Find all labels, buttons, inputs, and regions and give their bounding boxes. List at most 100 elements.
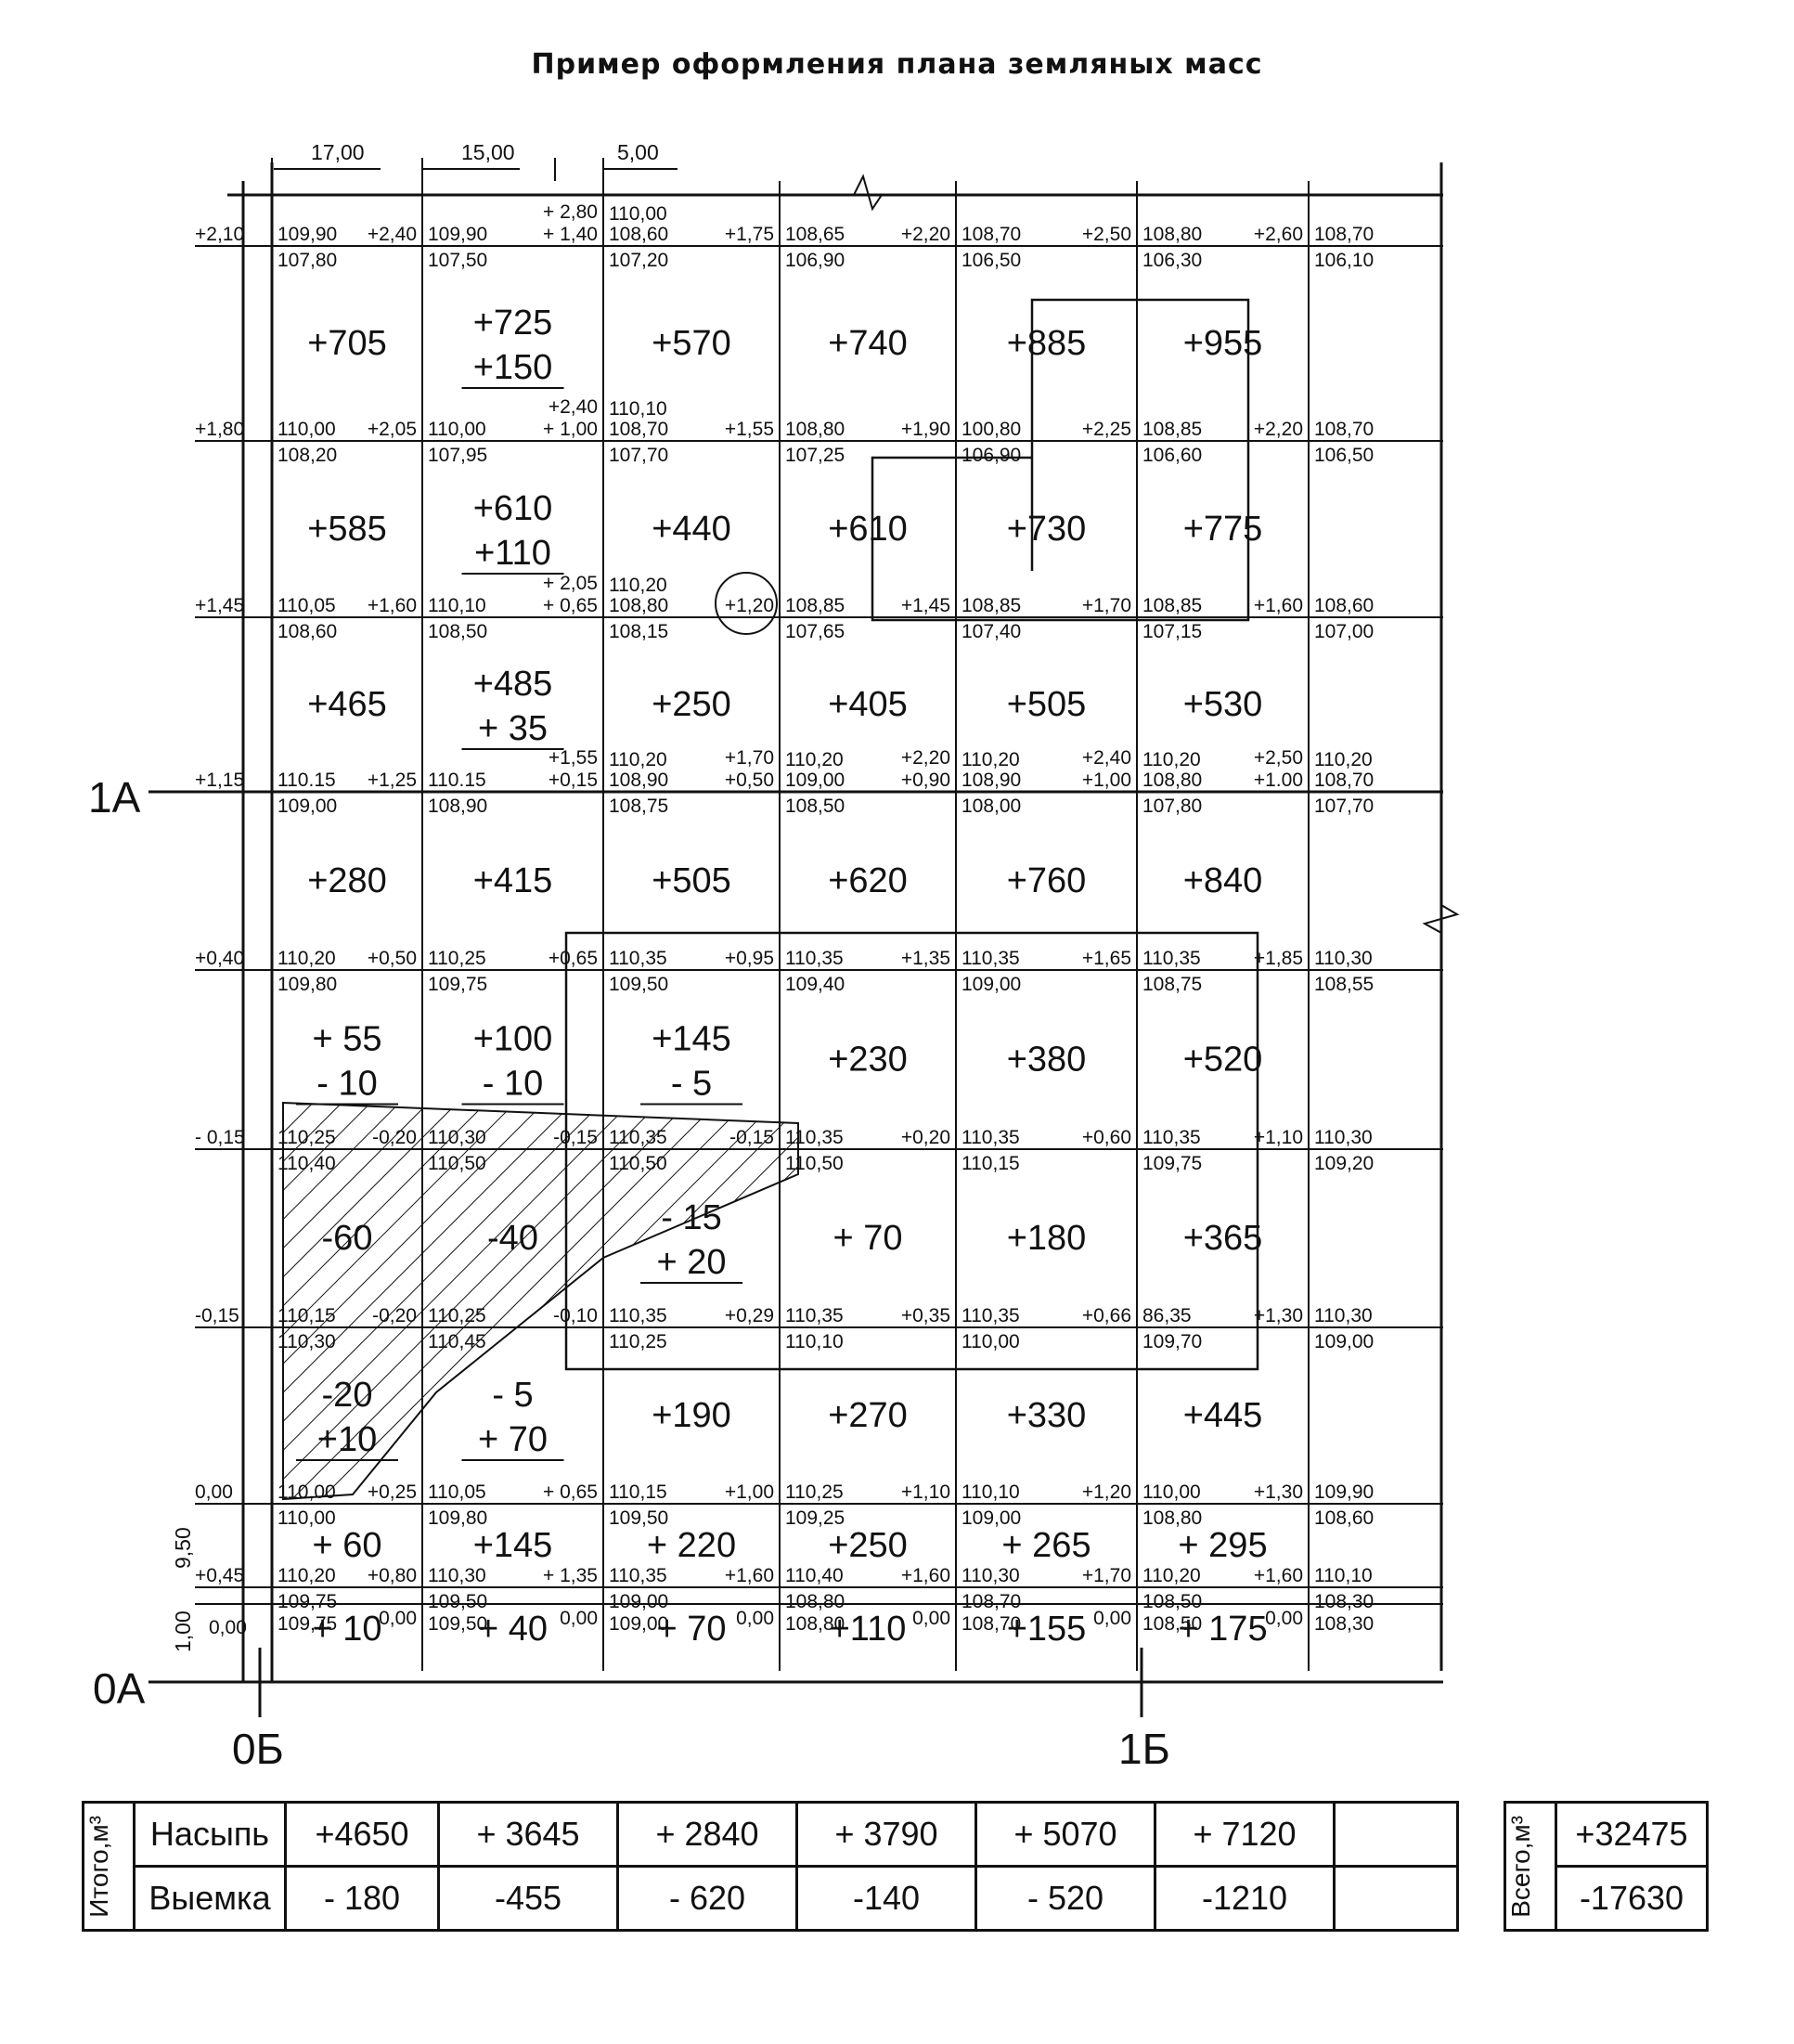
cell-volume: + 10 (312, 1610, 381, 1649)
cell-volume: +440 (652, 510, 731, 549)
cell-natural-mark-below: 109,75 (277, 1591, 337, 1612)
cell-volume: + 60 (312, 1526, 381, 1565)
band-label: +0,45 (195, 1565, 244, 1586)
cell-natural-mark-below: 110,25 (609, 1331, 667, 1352)
cell-design-mark: 110,10 (1314, 1565, 1373, 1586)
cell-natural-mark-below: 109,80 (277, 974, 337, 995)
cell-natural-mark-below: 110,10 (785, 1331, 844, 1352)
fill-label: Насыпь (133, 1801, 287, 1868)
cell-working-mark-upper: + 2,80 (543, 201, 598, 223)
cell-natural-mark-below: 108,55 (1314, 974, 1374, 995)
cell-volume: - 10 (483, 1065, 543, 1104)
cell-natural-mark-below: 110,40 (277, 1153, 336, 1174)
cell-natural-mark-below: 109,00 (277, 796, 337, 817)
cell-volume: +330 (1007, 1396, 1087, 1435)
cell-natural-mark-below: 110,50 (785, 1153, 844, 1174)
cell-working-mark: -0,20 (372, 1127, 417, 1148)
cut-cell: -1210 (1154, 1865, 1336, 1932)
band-label: 0,00 (209, 1617, 247, 1638)
total-table: Всего,м³ +32475 -17630 (1504, 1801, 1709, 1932)
cell-volume: +610 (828, 510, 908, 549)
cell-design-mark: 110,10 (962, 1481, 1020, 1503)
cell-working-mark: +2,40 (368, 224, 417, 245)
cell-natural-mark: 108,70 (1314, 770, 1374, 791)
cell-natural-mark-below: 107,15 (1142, 621, 1202, 642)
cell-natural-mark-below: 107,80 (1142, 796, 1202, 817)
band-label: +1,45 (195, 595, 244, 616)
cell-natural-mark-below: 108,50 (785, 796, 845, 817)
cell-design-mark: 110,35 (962, 1305, 1020, 1326)
cell-working-mark: +1,10 (1254, 1127, 1303, 1148)
cell-volume: - 10 (316, 1065, 377, 1104)
cell-natural-mark-below: 106,50 (1314, 445, 1374, 466)
cell-working-mark: +1,60 (368, 595, 417, 616)
cell-design-mark: 110.15 (428, 770, 486, 791)
fill-cell (1333, 1801, 1459, 1868)
cell-volume: +505 (652, 861, 731, 900)
cell-natural-mark: 108,90 (962, 770, 1021, 791)
cell-natural-mark-below: 108,20 (277, 445, 337, 466)
cell-volume: +380 (1007, 1041, 1087, 1080)
cell-natural-mark-below: 107,65 (785, 621, 845, 642)
cell-natural-mark-below: 109,20 (1314, 1153, 1374, 1174)
cell-volume: +270 (828, 1396, 908, 1435)
cell-volume: +100 (473, 1020, 553, 1059)
cell-natural-mark-below: 106,90 (785, 250, 845, 271)
cell-natural-mark-below: 106,30 (1142, 250, 1202, 271)
total-label: Всего,м³ (1506, 1815, 1535, 1918)
cell-volume: - 5 (671, 1065, 712, 1104)
cell-natural-mark: 109,00 (785, 770, 845, 791)
cell-natural-mark-below: 106,10 (1314, 250, 1374, 271)
cell-design-mark: 110,20 (609, 749, 667, 770)
cell-natural-mark: 108,80 (609, 595, 668, 616)
cell-working-mark: +0,95 (725, 948, 774, 969)
band-label: +0,40 (195, 948, 244, 969)
cell-working-mark: +2,20 (1254, 419, 1303, 440)
cell-working-mark: +1,45 (901, 595, 950, 616)
cell-volume: - 15 (661, 1198, 721, 1237)
cell-natural-mark-below: 108,90 (428, 796, 487, 817)
cell-design-mark: 108,70 (962, 224, 1021, 245)
cell-design-mark: 110,00 (277, 419, 336, 440)
cell-natural-mark-below: 110,15 (962, 1153, 1020, 1174)
cell-natural-mark-below: 110,50 (428, 1153, 486, 1174)
cell-working-mark: +0,29 (725, 1305, 774, 1326)
dim-1-00: 1,00 (171, 1611, 195, 1652)
cell-design-mark: 110,25 (428, 1305, 486, 1326)
total-fill: +32475 (1555, 1801, 1709, 1868)
cell-working-mark: 0,00 (736, 1608, 774, 1629)
cell-design-mark: 110,35 (785, 948, 844, 969)
cell-working-mark: +0,80 (368, 1565, 417, 1586)
cell-design-mark: 110,20 (785, 749, 844, 770)
cell-volume: +885 (1007, 324, 1087, 363)
cell-design-mark: 110.15 (277, 770, 336, 791)
cell-design-mark: 110,30 (428, 1127, 486, 1148)
summary-side-label-cell: Итого,м³ (82, 1801, 136, 1932)
cell-design-mark: 108,85 (1142, 419, 1202, 440)
cell-volume: +620 (828, 861, 908, 900)
cell-design-mark: 110,35 (962, 1127, 1020, 1148)
dim-15: 15,00 (461, 140, 515, 164)
cut-cell (1333, 1865, 1459, 1932)
cell-working-mark: +1,75 (725, 224, 774, 245)
band-label: +2,10 (195, 224, 244, 245)
cell-working-mark: -0,15 (729, 1127, 774, 1148)
cell-natural-mark-below: 108,50 (428, 621, 487, 642)
cell-working-mark: +0,50 (368, 948, 417, 969)
cell-volume: + 265 (1001, 1526, 1091, 1565)
cell-volume: + 70 (832, 1219, 902, 1258)
cell-working-mark: +0,90 (901, 770, 950, 791)
cell-volume: +570 (652, 324, 731, 363)
cell-natural-mark-below: 107,00 (1314, 621, 1374, 642)
fill-cell: + 2840 (616, 1801, 798, 1868)
cell-working-mark: +0,20 (901, 1127, 950, 1148)
cell-natural-mark-below: 107,20 (609, 250, 668, 271)
cell-working-mark: +1,25 (368, 770, 417, 791)
cell-natural-mark-below: 109,00 (609, 1591, 668, 1612)
cell-working-mark: +0,25 (368, 1481, 417, 1503)
cell-design-mark: 110,05 (428, 1481, 486, 1503)
cell-volume: +840 (1183, 861, 1263, 900)
dim-17: 17,00 (311, 140, 365, 164)
cell-design-mark: 110,00 (277, 1481, 336, 1503)
cell-volume: +110 (830, 1610, 907, 1649)
